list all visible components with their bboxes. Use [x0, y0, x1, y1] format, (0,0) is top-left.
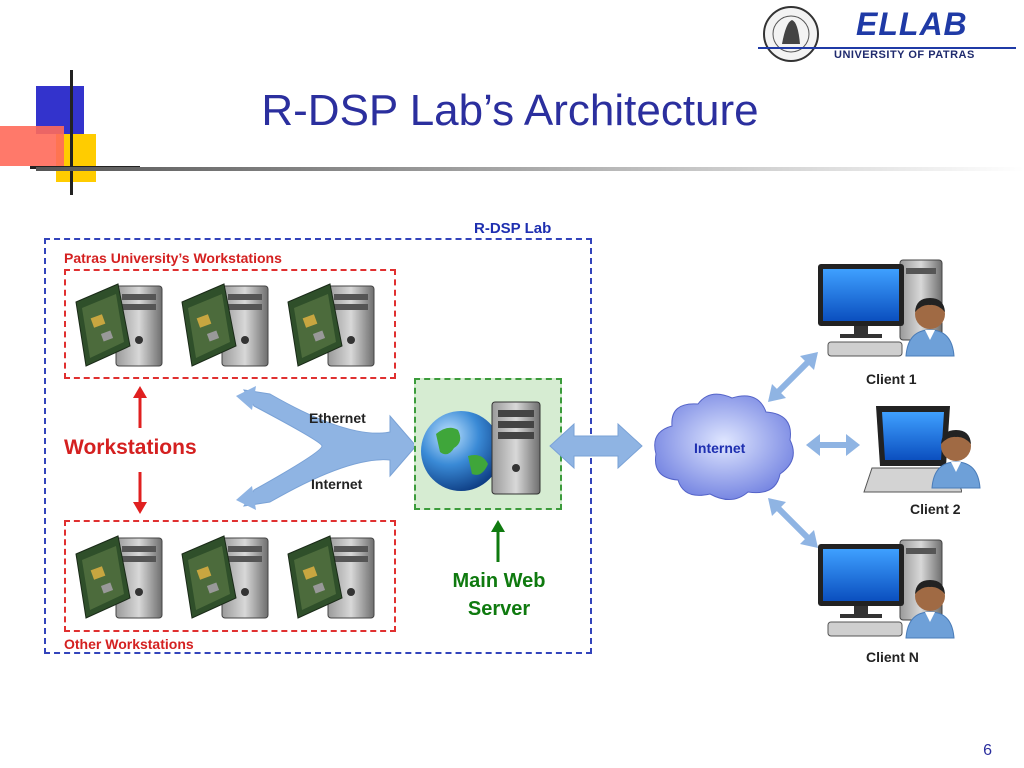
- patras-group-label: Patras University’s Workstations: [64, 250, 282, 266]
- client-1-link-arrow: [768, 352, 818, 402]
- down-arrow-icon: [133, 472, 147, 514]
- title-underline: [36, 167, 1024, 171]
- network-branch-arrow: [236, 386, 417, 510]
- user-icon: [905, 297, 955, 357]
- server-label-line2: Server: [467, 598, 531, 620]
- workstation-icon: [287, 283, 375, 367]
- cloud-icon: [654, 393, 794, 500]
- client-n-label: Client N: [866, 649, 919, 665]
- workstation-icon: [287, 535, 375, 619]
- internet-arrow-label: Internet: [311, 476, 363, 492]
- workstations-label: Workstations: [64, 436, 197, 459]
- logo-subtitle: UNIVERSITY OF PATRAS: [834, 49, 975, 61]
- workstation-icon: [75, 535, 163, 619]
- client-2-label: Client 2: [910, 501, 961, 517]
- client-1-label: Client 1: [866, 371, 917, 387]
- corner-decoration: [0, 70, 140, 195]
- other-group-label: Other Workstations: [64, 636, 194, 652]
- workstation-icon: [181, 535, 269, 619]
- server-label-line1: Main Web: [452, 570, 546, 592]
- server-tower-icon: [491, 401, 541, 495]
- workstation-icon: [75, 283, 163, 367]
- client-2-link-arrow: [806, 434, 860, 456]
- bidirectional-arrow-icon: [549, 422, 643, 470]
- server-pointer-arrow: [491, 520, 505, 562]
- cloud-label: Internet: [694, 440, 746, 456]
- workstation-icon: [181, 283, 269, 367]
- patras-workstations-group: [64, 269, 396, 379]
- user-icon: [905, 579, 955, 639]
- slide-title: R-DSP Lab’s Architecture: [261, 86, 759, 135]
- lab-label: R-DSP Lab: [474, 220, 552, 237]
- up-arrow-icon: [133, 386, 147, 428]
- page-number: 6: [983, 742, 992, 759]
- client-n-link-arrow: [768, 498, 818, 548]
- other-workstations-group: [64, 520, 396, 632]
- ellab-logo: ELLAB UNIVERSITY OF PATRAS: [758, 4, 1016, 64]
- logo-name: ELLAB: [856, 6, 968, 42]
- user-icon: [931, 429, 981, 489]
- globe-icon: [421, 411, 501, 491]
- ethernet-label: Ethernet: [309, 410, 366, 426]
